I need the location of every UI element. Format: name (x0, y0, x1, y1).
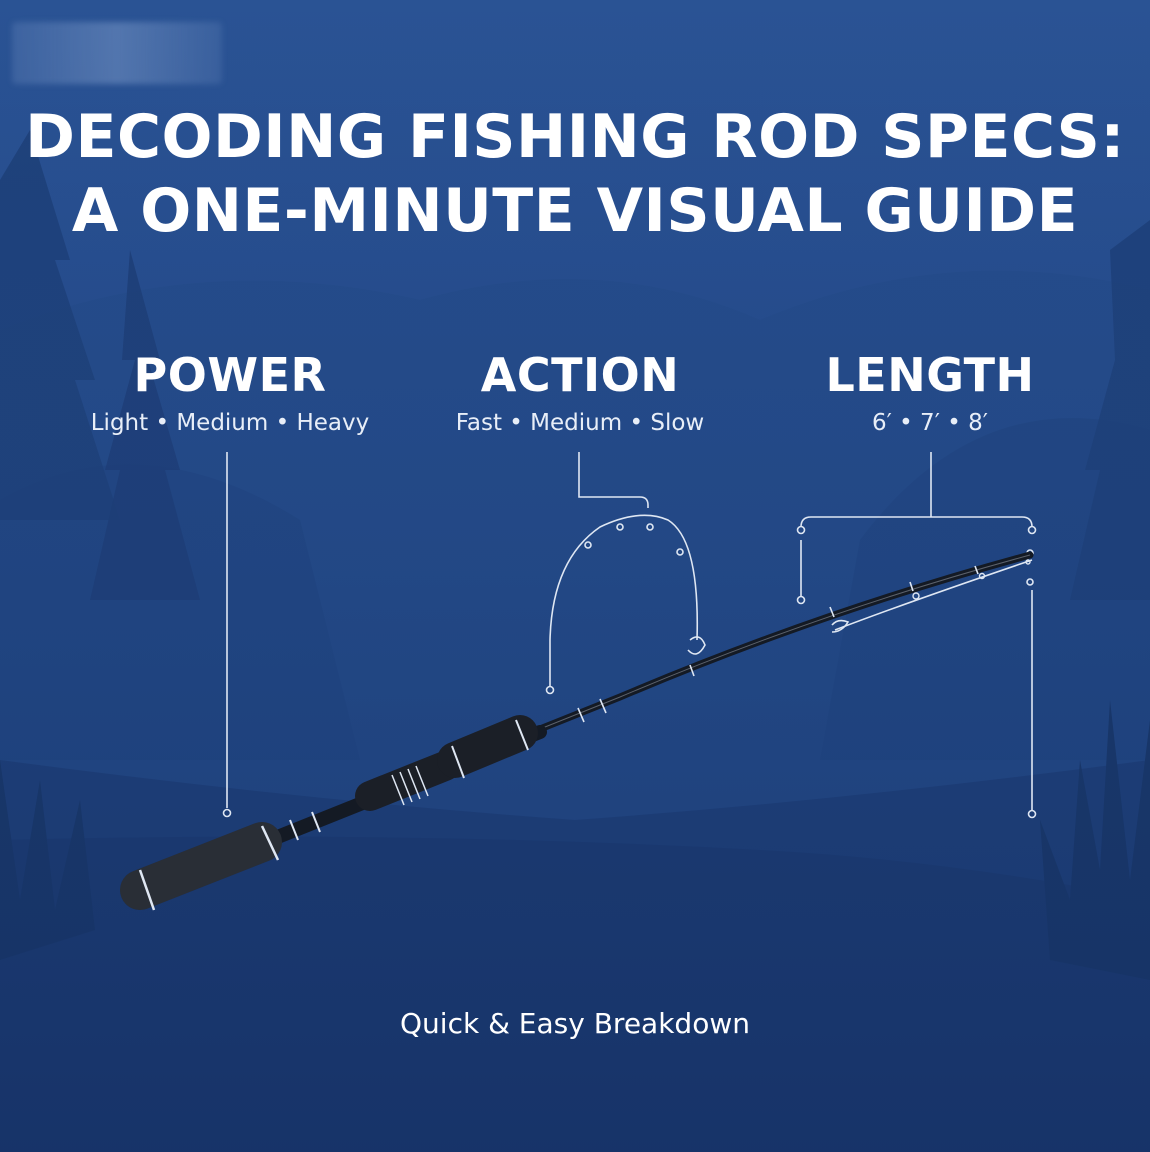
title-line-1: DECODING FISHING ROD SPECS: (25, 102, 1125, 172)
power-heading: POWER (133, 348, 327, 402)
power-options: Light • Medium • Heavy (90, 410, 370, 436)
action-heading: ACTION (480, 348, 680, 402)
action-spec: ACTION Fast • Medium • Slow (400, 348, 760, 438)
tagline: Quick & Easy Breakdown (400, 1007, 750, 1040)
rear-grip (120, 822, 282, 911)
action-options: Fast • Medium • Slow (455, 410, 705, 436)
power-leader-line (222, 452, 232, 818)
rod-wraps (577, 565, 979, 723)
fishing-rod (120, 551, 1034, 911)
action-leader-line (545, 452, 706, 695)
length-spec: LENGTH 6′ • 7′ • 8′ (750, 348, 1110, 438)
fore-grip (437, 715, 538, 779)
length-leader-line (796, 452, 1037, 819)
rod-blank (246, 551, 1034, 849)
rod-guides (912, 559, 1031, 600)
length-options: 6′ • 7′ • 8′ (872, 410, 988, 436)
length-heading: LENGTH (825, 348, 1035, 402)
page-title: DECODING FISHING ROD SPECS: A ONE-MINUTE… (0, 100, 1150, 248)
title-line-2: A ONE-MINUTE VISUAL GUIDE (71, 176, 1079, 246)
power-spec: POWER Light • Medium • Heavy (50, 348, 410, 438)
reel-seat (289, 751, 460, 841)
blurred-watermark (12, 22, 222, 84)
